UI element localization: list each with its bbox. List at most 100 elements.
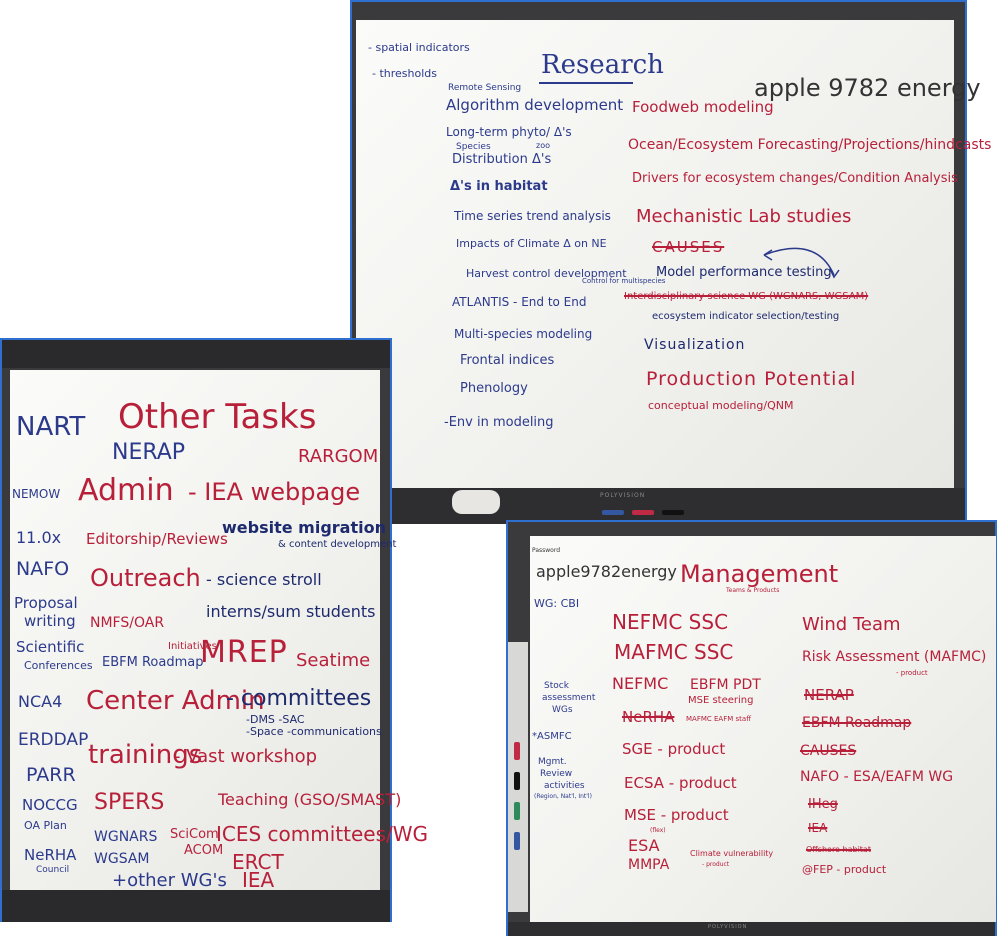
research-item-time-series: Time series trend analysis xyxy=(454,209,611,223)
research-item-conceptual: conceptual modeling/QNM xyxy=(648,399,794,412)
task-interns: interns/sum students xyxy=(206,602,376,621)
note-thresholds: - thresholds xyxy=(372,67,438,80)
mgmt-ebfm-roadmap: EBFM Roadmap xyxy=(802,715,912,731)
mgmt-iea: IEA xyxy=(808,821,828,835)
mgmt-subtitle: Teams & Products xyxy=(726,587,780,594)
mgmt-wind-team: Wind Team xyxy=(802,614,901,635)
mgmt-password-label: Password xyxy=(532,547,561,554)
left-scientific: Scientific xyxy=(16,638,85,656)
task-science-stroll: - science stroll xyxy=(206,570,322,589)
research-item-foodweb: Foodweb modeling xyxy=(632,98,774,116)
research-brand-label: POLYVISION xyxy=(600,492,646,499)
task-content-development: & content development xyxy=(278,539,397,550)
research-item-harvest: Harvest control development xyxy=(466,267,627,280)
task-outreach: Outreach xyxy=(90,564,201,592)
research-item-indicator-selection: ecosystem indicator selection/testing xyxy=(652,311,840,322)
research-item-env-modeling: -Env in modeling xyxy=(444,415,554,430)
left-nca4: NCA4 xyxy=(18,692,63,711)
mgmt-note-mgmt: Mgmt. xyxy=(538,757,567,767)
task-teaching: Teaching (GSO/SMAST) xyxy=(218,790,402,809)
task-editorship: Editorship/Reviews xyxy=(86,530,228,548)
left-parr: PARR xyxy=(26,764,76,786)
task-erct: ERCT xyxy=(232,850,284,874)
mgmt-nafo: NAFO - ESA/EAFM WG xyxy=(800,769,954,785)
task-center-admin: Center Admin xyxy=(86,686,265,716)
task-other-wgs: +other WG's xyxy=(112,870,227,891)
task-iea-webpage: - IEA webpage xyxy=(188,478,361,506)
research-item-species: Species xyxy=(456,142,491,152)
mgmt-flex: (flex) xyxy=(650,827,666,834)
task-trainings: trainings xyxy=(88,740,203,770)
left-conferences: Conferences xyxy=(24,659,93,672)
left-council: Council xyxy=(36,865,70,875)
mgmt-nerap: NERAP xyxy=(804,686,854,704)
paper-roll xyxy=(452,490,500,514)
marker-red xyxy=(632,510,654,515)
research-item-multispecies-control: Control for multispecies xyxy=(582,277,666,285)
research-item-phenology: Phenology xyxy=(460,381,528,396)
research-item-model-performance: Model performance testing xyxy=(656,265,832,280)
mgmt-mafmc-eafm: MAFMC EAFM staff xyxy=(686,715,752,723)
research-item-frontal: Frontal indices xyxy=(460,353,555,368)
research-item-multi-species: Multi-species modeling xyxy=(454,327,593,341)
left-11-0x: 11.0x xyxy=(16,528,62,547)
task-mrep: MREP xyxy=(200,635,288,670)
research-item-phyto: Long-term phyto/ Δ's xyxy=(446,125,572,139)
task-acom: ACOM xyxy=(184,843,224,858)
research-item-production-potential: Production Potential xyxy=(646,368,857,390)
task-iea: IEA xyxy=(242,868,275,892)
mgmt-mmpa: MMPA xyxy=(628,857,670,873)
side-marker-green xyxy=(514,802,520,820)
mgmt-brand-label: POLYVISION xyxy=(708,924,748,930)
arrow-annotation xyxy=(763,247,840,279)
other-tasks-surface: NART Other Tasks NERAP RARGOM NEMOW Admi… xyxy=(10,370,428,892)
mgmt-note-cbi: WG: CBI xyxy=(534,597,580,610)
flipchart-stand xyxy=(2,890,390,922)
research-password: apple 9782 energy xyxy=(754,74,981,102)
mgmt-iheg: IHeg xyxy=(808,797,838,812)
task-scicom: SciCom xyxy=(170,827,219,842)
mgmt-mse-steering: MSE steering xyxy=(688,695,754,706)
task-committees: - committees xyxy=(226,686,372,711)
research-item-visualization: Visualization xyxy=(644,337,746,353)
mgmt-side-pen-tray xyxy=(508,642,528,912)
mgmt-password: apple9782energy xyxy=(536,562,677,581)
note-spatial-indicators: - spatial indicators xyxy=(368,41,470,54)
other-tasks-whiteboard-photo: NART Other Tasks NERAP RARGOM NEMOW Admi… xyxy=(0,338,428,922)
left-nerha: NeRHA xyxy=(24,846,77,864)
left-proposal: Proposal xyxy=(14,594,78,612)
task-vast-workshop: - Vast workshop xyxy=(174,746,318,767)
mgmt-nefmc-ssc: NEFMC SSC xyxy=(612,610,729,634)
mgmt-note-asmfc: *ASMFC xyxy=(532,731,572,742)
task-spers: SPERS xyxy=(94,790,165,815)
mgmt-ebfm-pdt: EBFM PDT xyxy=(690,677,761,693)
other-tasks-title: Other Tasks xyxy=(118,397,317,437)
research-title: Research xyxy=(541,50,664,80)
management-surface: Password apple9782energy Management Team… xyxy=(530,536,996,922)
mgmt-mafmc-ssc: MAFMC SSC xyxy=(614,640,734,664)
mgmt-note-stock: Stock xyxy=(544,681,569,691)
side-marker-black xyxy=(514,772,520,790)
marker-blue xyxy=(602,510,624,515)
task-nemow: NEMOW xyxy=(12,487,61,501)
research-whiteboard-surface: - spatial indicators - thresholds Resear… xyxy=(356,20,991,488)
task-initiatives: Initiatives xyxy=(168,641,217,652)
mgmt-sge: SGE - product xyxy=(622,740,726,758)
research-item-forecasting: Ocean/Ecosystem Forecasting/Projections/… xyxy=(628,137,992,153)
task-space-comms: -Space -communications xyxy=(246,725,382,738)
task-seatime: Seatime xyxy=(296,650,371,671)
marker-black xyxy=(662,510,684,515)
side-marker-red xyxy=(514,742,520,760)
research-item-algorithm: Algorithm development xyxy=(446,96,624,114)
task-wgnars: WGNARS xyxy=(94,829,158,845)
research-item-atlantis: ATLANTIS - End to End xyxy=(452,295,587,309)
mgmt-title: Management xyxy=(680,560,839,588)
mgmt-climate-vuln: Climate vulnerability xyxy=(690,849,774,858)
task-wgsam: WGSAM xyxy=(94,851,150,867)
research-item-zoo: zoo xyxy=(536,141,550,150)
task-nerap: NERAP xyxy=(112,440,186,465)
research-marker-tray: POLYVISION xyxy=(352,488,965,524)
mgmt-causes: CAUSES xyxy=(800,743,857,759)
task-dms-sac: -DMS -SAC xyxy=(246,713,305,726)
research-whiteboard-photo: - spatial indicators - thresholds Resear… xyxy=(350,0,991,524)
